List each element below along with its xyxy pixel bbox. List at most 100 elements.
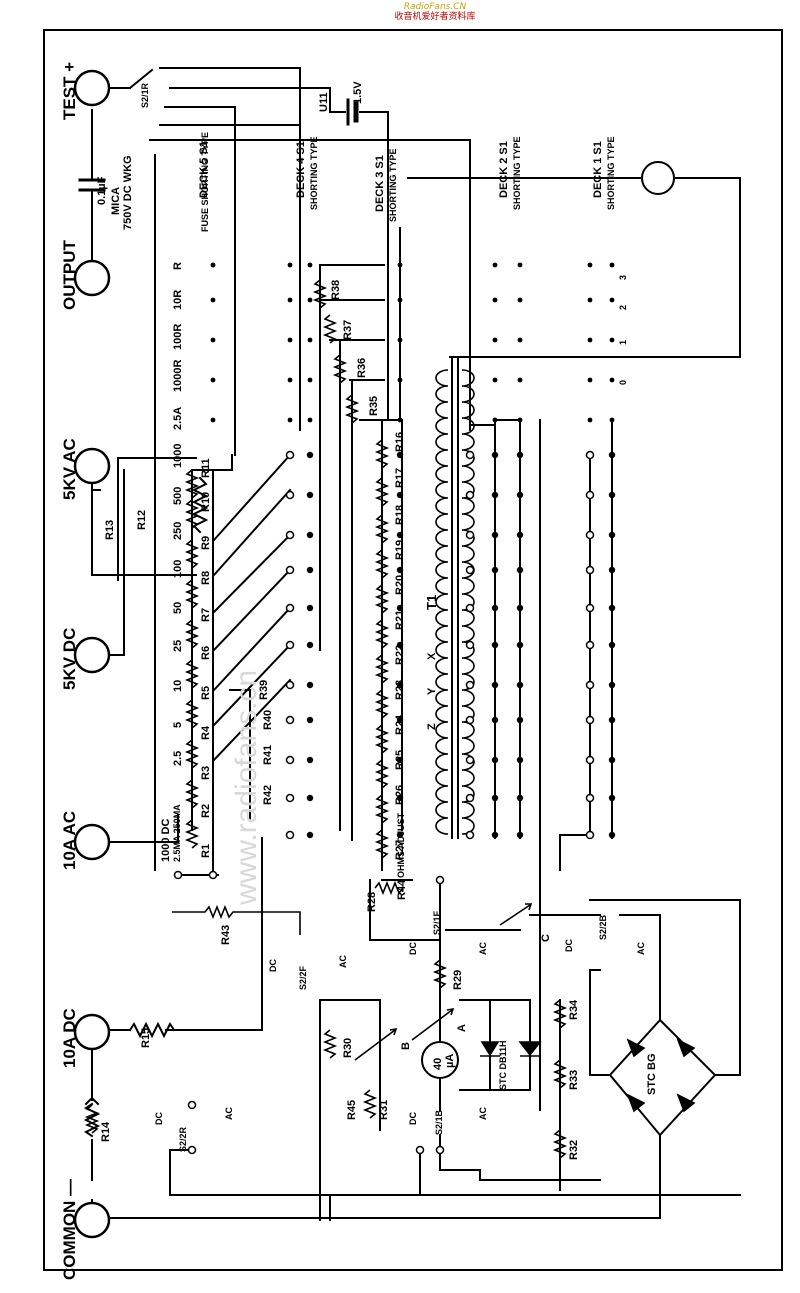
deck-contact [396,531,404,539]
switch-contact-ring [465,530,475,540]
label-r7: R7 [200,607,212,622]
deck-contact [516,604,524,612]
switch-contact-ring [585,530,595,540]
label-r34: R34 [568,999,580,1020]
meter-unit: µA [444,1053,456,1068]
switch-contact-ring [285,565,295,575]
range-5: 5 [172,721,184,728]
label-r1: R1 [200,843,212,858]
switch-contact-ring [285,640,295,650]
pos-ac-4: AC [224,1107,234,1120]
deck-contact [396,794,404,802]
deck-contact [608,716,616,724]
terminal-test-plus [73,69,111,107]
deck-contact [287,337,293,343]
deck-contact [306,491,314,499]
deck-contact [609,337,615,343]
deck-contact [517,377,523,383]
deck1-pos-1: 1 [618,339,628,345]
battery-name: U11 [318,92,330,112]
label-r8: R8 [200,570,212,585]
label-r11: R11 [200,458,212,478]
label-r36: R36 [356,357,368,378]
switch-contact-ring [465,755,475,765]
junction-node [415,1145,425,1155]
deck-contact [517,417,523,423]
deck-contact [608,756,616,764]
label-r29: R29 [452,969,464,990]
switch-contact-ring [585,490,595,500]
deck-contact [491,566,499,574]
label-r28: R28 [366,891,378,912]
label-test-plus: TEST + [60,61,79,120]
switch-contact-ring [285,680,295,690]
deck-contact [307,377,313,383]
range-100: 100 [172,559,184,578]
deck-contact [396,831,404,839]
deck-contact [516,716,524,724]
deck-contact [587,337,593,343]
label-r5: R5 [200,685,212,700]
ohms-adjust-label: OHMS ADJUST [396,812,406,878]
deck-contact [516,681,524,689]
deck-contact [396,756,404,764]
label-r40: R40 [262,709,274,730]
label-r23: R23 [394,679,406,700]
deck-contact [516,451,524,459]
deck-contact [491,491,499,499]
deck4-note: SHORTING TYPE [309,136,319,210]
deck-contact [608,831,616,839]
deck-contact [516,756,524,764]
junction-node [187,1100,197,1110]
switch-contact-ring [285,755,295,765]
meter-symbol [421,1041,459,1079]
label-r30: R30 [342,1037,354,1058]
deck1-pos-3: 3 [618,274,628,280]
label-r4: R4 [200,725,212,740]
label-r12: R12 [136,509,148,530]
label-10a-ac: 10A AC [60,810,79,870]
pos-dc-3: DC [564,939,574,952]
pos-ac-5: AC [478,1107,488,1120]
deck-contact [397,377,403,383]
label-r33: R33 [568,1069,580,1090]
deck-contact [608,681,616,689]
switch-contact-ring [585,565,595,575]
label-r10: R10 [200,491,212,512]
range-1000r: 1000R [172,359,184,392]
switch-contact-ring [285,793,295,803]
deck-contact [306,566,314,574]
deck-contact [210,377,216,383]
pos-dc-4: DC [154,1112,164,1125]
pot-a: A [456,1024,468,1032]
deck-contact [306,794,314,802]
label-common: COMMON — [60,1178,79,1280]
deck-contact [516,531,524,539]
tap-y: Y [426,687,438,695]
label-r44: R44 [396,879,408,900]
deck-contact [306,831,314,839]
deck-contact [306,681,314,689]
switch-contact-ring [285,490,295,500]
deck-contact [516,831,524,839]
range-2-5a: 2.5A [172,406,184,430]
deck-contact [307,297,313,303]
label-output: OUTPUT [60,240,79,310]
deck-contact [397,297,403,303]
label-r16: R16 [394,431,406,452]
deck3-label: DECK 3 S1 [374,155,386,212]
deck-contact [306,756,314,764]
deck-contact [306,451,314,459]
terminal-output [73,259,111,297]
label-r6: R6 [200,645,212,660]
deck-contact [307,337,313,343]
label-r26: R26 [394,784,406,805]
deck-contact [516,641,524,649]
switch-contact-ring [585,680,595,690]
deck-contact [491,756,499,764]
label-5kv-dc: 5KV DC [60,627,79,690]
junction-node [435,875,445,885]
deck-contact [287,262,293,268]
switch-contact-ring [585,830,595,840]
